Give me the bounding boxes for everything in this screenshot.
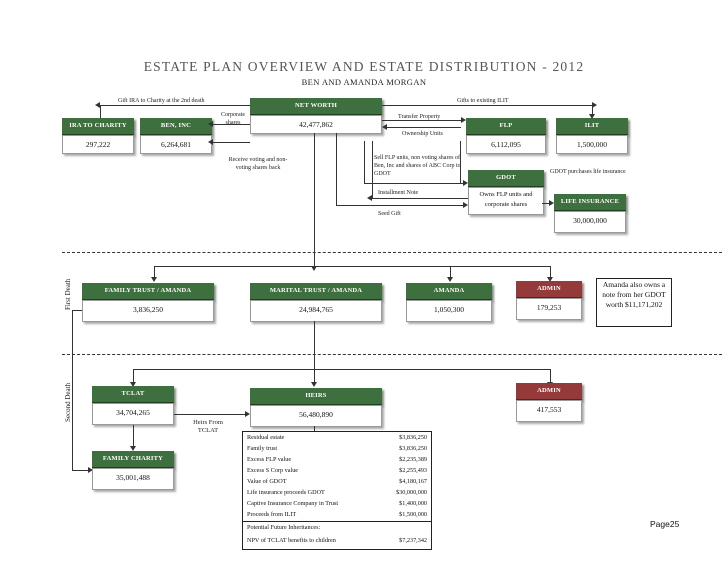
to-amanda (447, 266, 453, 282)
receive-voting-label: Receive voting and non-voting shares bac… (228, 157, 288, 171)
installment-note-label: Installment Note (378, 190, 419, 196)
family-trust-header: FAMILY TRUST / AMANDA (82, 283, 214, 301)
tclat-header: TCLAT (92, 386, 174, 404)
admin2-header: ADMIN (516, 383, 582, 401)
seed-gift-line (336, 202, 468, 208)
transfer-property-line (382, 117, 466, 123)
tclat-to-heirs-line (174, 411, 250, 417)
marital-trust-value: 24,984,765 (250, 300, 382, 322)
page-number: Page25 (650, 519, 680, 529)
amanda-note: Amanda also owns a note from her GDOT wo… (596, 278, 672, 327)
marital-down-line (314, 321, 315, 369)
ira-header: IRA TO CHARITY (62, 118, 134, 136)
heirs-header: HEIRS (250, 388, 382, 406)
family-trust-bypass-top (72, 310, 82, 311)
sell-flp-vertical (364, 141, 365, 183)
table-row: Residual estate$3,836,250 (247, 434, 427, 441)
corporate-shares-label: Corporate shares (221, 112, 245, 126)
to-admin1 (547, 266, 553, 282)
installment-vertical (372, 141, 373, 198)
admin2-value: 417,553 (516, 400, 582, 422)
receive-shares-line (208, 139, 250, 145)
ira-value: 297,222 (62, 135, 134, 154)
tclat-to-charity-line (130, 425, 136, 451)
net-worth-down-line (311, 133, 317, 271)
heirs-breakdown-table: Residual estate$3,836,250 Family trust$3… (242, 431, 432, 523)
flp-header: FLP (466, 118, 546, 136)
ownership-units-line (382, 124, 461, 130)
admin1-header: ADMIN (516, 281, 582, 299)
flp-gdot-vertical (460, 141, 461, 183)
ben-corp-line (208, 121, 250, 127)
life-insurance-header: LIFE INSURANCE (554, 194, 626, 212)
amanda-value: 1,050,300 (406, 300, 492, 322)
tclat-value: 34,704,265 (92, 403, 174, 425)
heirs-value: 56,480,890 (250, 405, 382, 427)
ilit-header: ILIT (556, 118, 628, 136)
page-title: ESTATE PLAN OVERVIEW AND ESTATE DISTRIBU… (143, 59, 585, 74)
ira-gift-line (95, 102, 250, 108)
net-worth-value: 42,477,862 (250, 115, 382, 134)
transfer-property-label: Transfer Property (398, 114, 441, 120)
to-heirs (311, 369, 317, 387)
family-trust-value: 3,836,250 (82, 300, 214, 322)
table-row: NPV of TCLAT benefits to children$7,237,… (247, 537, 427, 544)
family-charity-header: FAMILY CHARITY (92, 451, 174, 469)
gifts-ilit-label: Gifts to existing ILIT (457, 98, 509, 104)
gdot-purchases-label: GDOT purchases life insurance (550, 169, 626, 175)
to-family-trust (151, 266, 157, 282)
to-admin2 (547, 369, 553, 387)
first-death-divider (62, 252, 722, 253)
gifts-ilit-drop (589, 105, 595, 119)
future-inheritances-box: Potential Future Inheritances: NPV of TC… (242, 521, 432, 550)
table-row: Value of GDOT$4,180,167 (247, 478, 427, 485)
to-tclat (130, 369, 136, 387)
gdot-header: GDOT (468, 170, 544, 188)
amanda-header: AMANDA (406, 283, 492, 301)
second-death-label: Second Death (64, 382, 72, 422)
ownership-units-label: Ownership Units (402, 131, 443, 137)
table-row: Family trust$3,836,250 (247, 445, 427, 452)
marital-trust-header: MARITAL TRUST / AMANDA (250, 283, 382, 301)
family-charity-value: 35,001,488 (92, 468, 174, 490)
family-trust-bypass-line (72, 310, 73, 470)
gdot-life-line (542, 200, 554, 206)
ilit-value: 1,500,000 (556, 135, 628, 154)
table-row: Life insurance proceeds GDOT$30,000,000 (247, 489, 427, 496)
gifts-ilit-line (382, 102, 597, 108)
sell-flp-label: Sell FLP units, non voting shares of Ben… (374, 155, 461, 177)
installment-note-line (367, 195, 468, 201)
gift-ira-label: Gift IRA to Charity at the 2nd death (118, 98, 205, 104)
admin1-value: 179,253 (516, 298, 582, 320)
first-death-label: First Death (64, 278, 72, 310)
seed-gift-label: Seed Gift (378, 211, 401, 217)
sell-flp-line (364, 180, 468, 186)
future-title: Potential Future Inheritances: (247, 524, 321, 531)
gdot-value: Owns FLP units and corporate shares (468, 187, 544, 215)
second-death-divider (62, 354, 722, 355)
flp-value: 6,112,095 (466, 135, 546, 154)
second-death-distribution-line (133, 369, 550, 370)
table-row: Excess S Corp value$2,255,493 (247, 467, 427, 474)
to-family-charity (72, 467, 93, 473)
ben-inc-value: 6,264,681 (140, 135, 212, 154)
heirs-from-tclat-label: Heirs From TCLAT (193, 419, 223, 434)
table-row: Proceeds from ILIT$1,500,000 (247, 511, 427, 518)
first-death-distribution-line (154, 266, 550, 267)
table-row: Captive Insurance Company in Trust$1,400… (247, 500, 427, 507)
heirs-to-table-line (314, 426, 315, 431)
seed-gift-vertical (336, 133, 337, 205)
net-worth-header: NET WORTH (250, 98, 382, 116)
ben-inc-header: BEN, INC (140, 118, 212, 136)
table-row: Excess FLP value$2,235,389 (247, 456, 427, 463)
life-insurance-value: 30,000,000 (554, 211, 626, 233)
ira-gift-drop (100, 105, 101, 118)
page-subtitle: BEN AND AMANDA MORGAN (301, 77, 427, 87)
